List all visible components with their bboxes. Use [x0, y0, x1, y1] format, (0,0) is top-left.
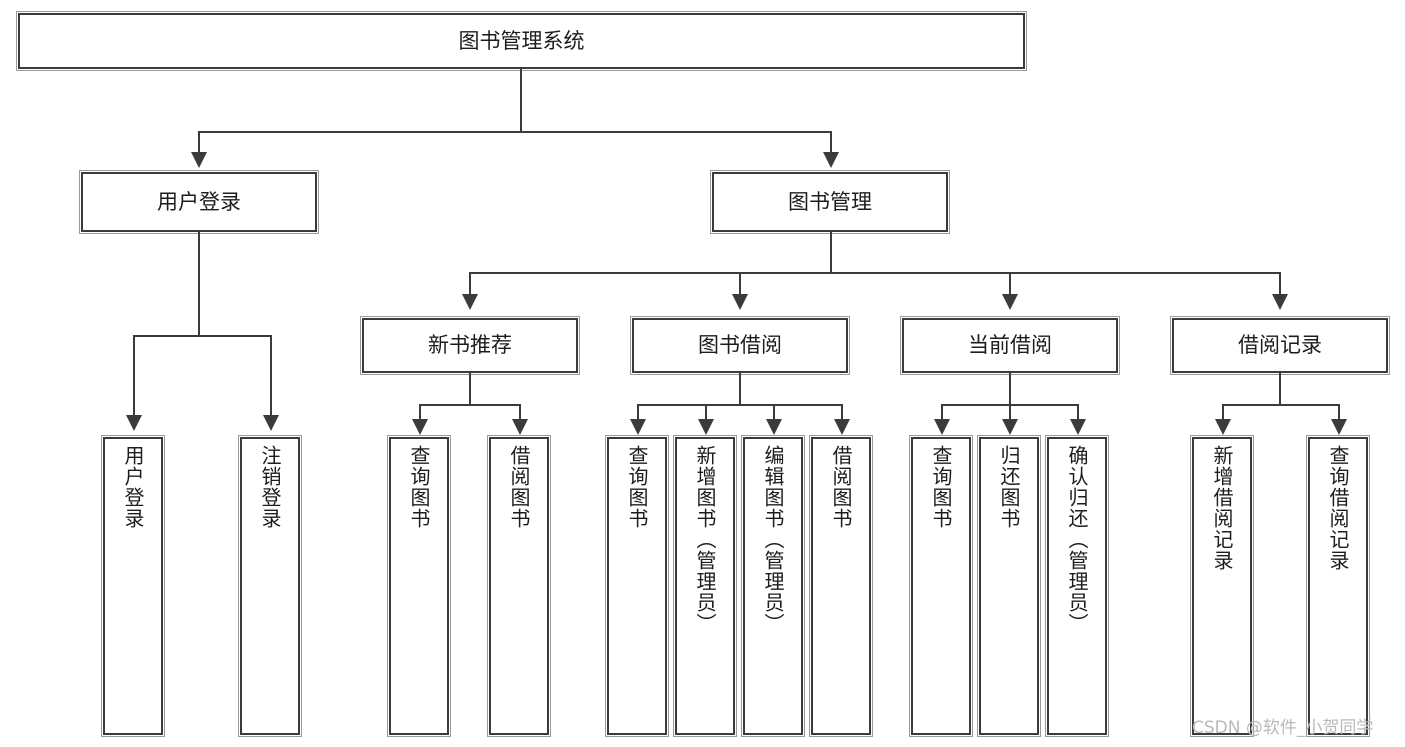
node-label: 图书借阅: [698, 333, 782, 358]
arrow-to-new-book-leaf-1: [412, 419, 428, 435]
arrow-to-current-borrow-leaf-1: [934, 419, 950, 435]
connector-user-login-drop-1: [133, 335, 135, 417]
connector-current-borrow-drop-1: [941, 404, 943, 421]
leaf-borrow-book[interactable]: 借阅图书: [811, 437, 871, 735]
leaf-borrow-book-recommend[interactable]: 借阅图书: [489, 437, 549, 735]
leaf-user-login[interactable]: 用户登录: [103, 437, 163, 735]
node-label: 归还图书: [997, 445, 1021, 529]
connector-borrow-record-stem: [1279, 373, 1281, 405]
connector-book-borrow-drop-4: [841, 404, 843, 421]
connector-new-book-drop-2: [519, 404, 521, 421]
connector-level2-drop-1: [469, 272, 471, 296]
node-label: 查询图书: [625, 445, 649, 529]
node-label: 查询图书: [929, 445, 953, 529]
connector-new-book-stem: [469, 373, 471, 405]
leaf-add-book-admin[interactable]: 新增图书（管理员）: [675, 437, 735, 735]
leaf-query-borrow-record[interactable]: 查询借阅记录: [1308, 437, 1368, 735]
node-label: 用户登录: [157, 189, 241, 214]
node-label: 确认归还（管理员）: [1065, 445, 1089, 634]
arrow-to-book-borrow-leaf-3: [766, 419, 782, 435]
connector-user-login-stem: [198, 232, 200, 336]
node-borrow-record[interactable]: 借阅记录: [1172, 318, 1388, 373]
arrow-to-borrow-record: [1272, 294, 1288, 310]
node-label: 查询借阅记录: [1326, 445, 1350, 571]
arrow-to-book-borrow: [732, 294, 748, 310]
arrow-to-user-login-leaf: [126, 415, 142, 431]
arrow-to-book-manage: [823, 152, 839, 168]
node-current-borrow[interactable]: 当前借阅: [902, 318, 1118, 373]
arrow-to-new-book-leaf-2: [512, 419, 528, 435]
arrow-to-logout-leaf: [263, 415, 279, 431]
connector-book-borrow-drop-2: [705, 404, 707, 421]
connector-user-login-bus: [133, 335, 271, 337]
node-book-borrow[interactable]: 图书借阅: [632, 318, 848, 373]
connector-borrow-record-bus: [1222, 404, 1338, 406]
arrow-to-current-borrow-leaf-3: [1070, 419, 1086, 435]
node-label: 图书管理系统: [458, 28, 585, 53]
connector-current-borrow-stem: [1009, 373, 1011, 405]
leaf-confirm-return-admin[interactable]: 确认归还（管理员）: [1047, 437, 1107, 735]
connector-level2-bus: [469, 272, 1281, 274]
arrow-to-book-borrow-leaf-1: [630, 419, 646, 435]
arrow-to-borrow-record-leaf-2: [1331, 419, 1347, 435]
connector-book-borrow-bus: [637, 404, 843, 406]
node-label: 编辑图书（管理员）: [761, 445, 785, 634]
node-label: 当前借阅: [968, 333, 1052, 358]
node-new-book-recommend[interactable]: 新书推荐: [362, 318, 578, 373]
connector-borrow-record-drop-1: [1222, 404, 1224, 421]
node-label: 新增图书（管理员）: [693, 445, 717, 634]
connector-root-stem: [520, 69, 522, 132]
node-label: 查询图书: [407, 445, 431, 529]
leaf-query-book-borrow[interactable]: 查询图书: [607, 437, 667, 735]
arrow-to-new-book: [462, 294, 478, 310]
node-root-system[interactable]: 图书管理系统: [18, 13, 1025, 69]
leaf-return-book[interactable]: 归还图书: [979, 437, 1039, 735]
node-label: 图书管理: [788, 189, 872, 214]
connector-current-borrow-drop-3: [1077, 404, 1079, 421]
arrow-to-book-borrow-leaf-2: [698, 419, 714, 435]
node-book-management[interactable]: 图书管理: [712, 172, 948, 232]
connector-book-borrow-drop-1: [637, 404, 639, 421]
arrow-to-borrow-record-leaf-1: [1215, 419, 1231, 435]
node-label: 借阅图书: [829, 445, 853, 529]
connector-user-login-drop-2: [270, 335, 272, 417]
leaf-edit-book-admin[interactable]: 编辑图书（管理员）: [743, 437, 803, 735]
connector-level2-drop-2: [739, 272, 741, 296]
connector-level1-drop-user: [198, 131, 200, 154]
connector-book-borrow-drop-3: [773, 404, 775, 421]
connector-level1-drop-book: [830, 131, 832, 154]
connector-level1-bus: [198, 131, 832, 133]
leaf-logout[interactable]: 注销登录: [240, 437, 300, 735]
node-user-login[interactable]: 用户登录: [81, 172, 317, 232]
connector-current-borrow-drop-2: [1009, 404, 1011, 421]
arrow-to-user-login: [191, 152, 207, 168]
leaf-add-borrow-record[interactable]: 新增借阅记录: [1192, 437, 1252, 735]
connector-book-manage-stem: [830, 232, 832, 273]
node-label: 注销登录: [258, 445, 282, 529]
node-label: 借阅记录: [1238, 333, 1322, 358]
node-label: 新书推荐: [428, 333, 512, 358]
connector-new-book-drop-1: [419, 404, 421, 421]
connector-book-borrow-stem: [739, 373, 741, 405]
connector-level2-drop-4: [1279, 272, 1281, 296]
leaf-query-book-current[interactable]: 查询图书: [911, 437, 971, 735]
connector-new-book-bus: [419, 404, 519, 406]
node-label: 新增借阅记录: [1210, 445, 1234, 571]
arrow-to-current-borrow-leaf-2: [1002, 419, 1018, 435]
node-label: 用户登录: [121, 445, 145, 529]
arrow-to-book-borrow-leaf-4: [834, 419, 850, 435]
arrow-to-current-borrow: [1002, 294, 1018, 310]
node-label: 借阅图书: [507, 445, 531, 529]
connector-borrow-record-drop-2: [1338, 404, 1340, 421]
csdn-watermark: CSDN @软件_小贺同学: [1192, 718, 1374, 738]
connector-level2-drop-3: [1009, 272, 1011, 296]
leaf-query-book-recommend[interactable]: 查询图书: [389, 437, 449, 735]
